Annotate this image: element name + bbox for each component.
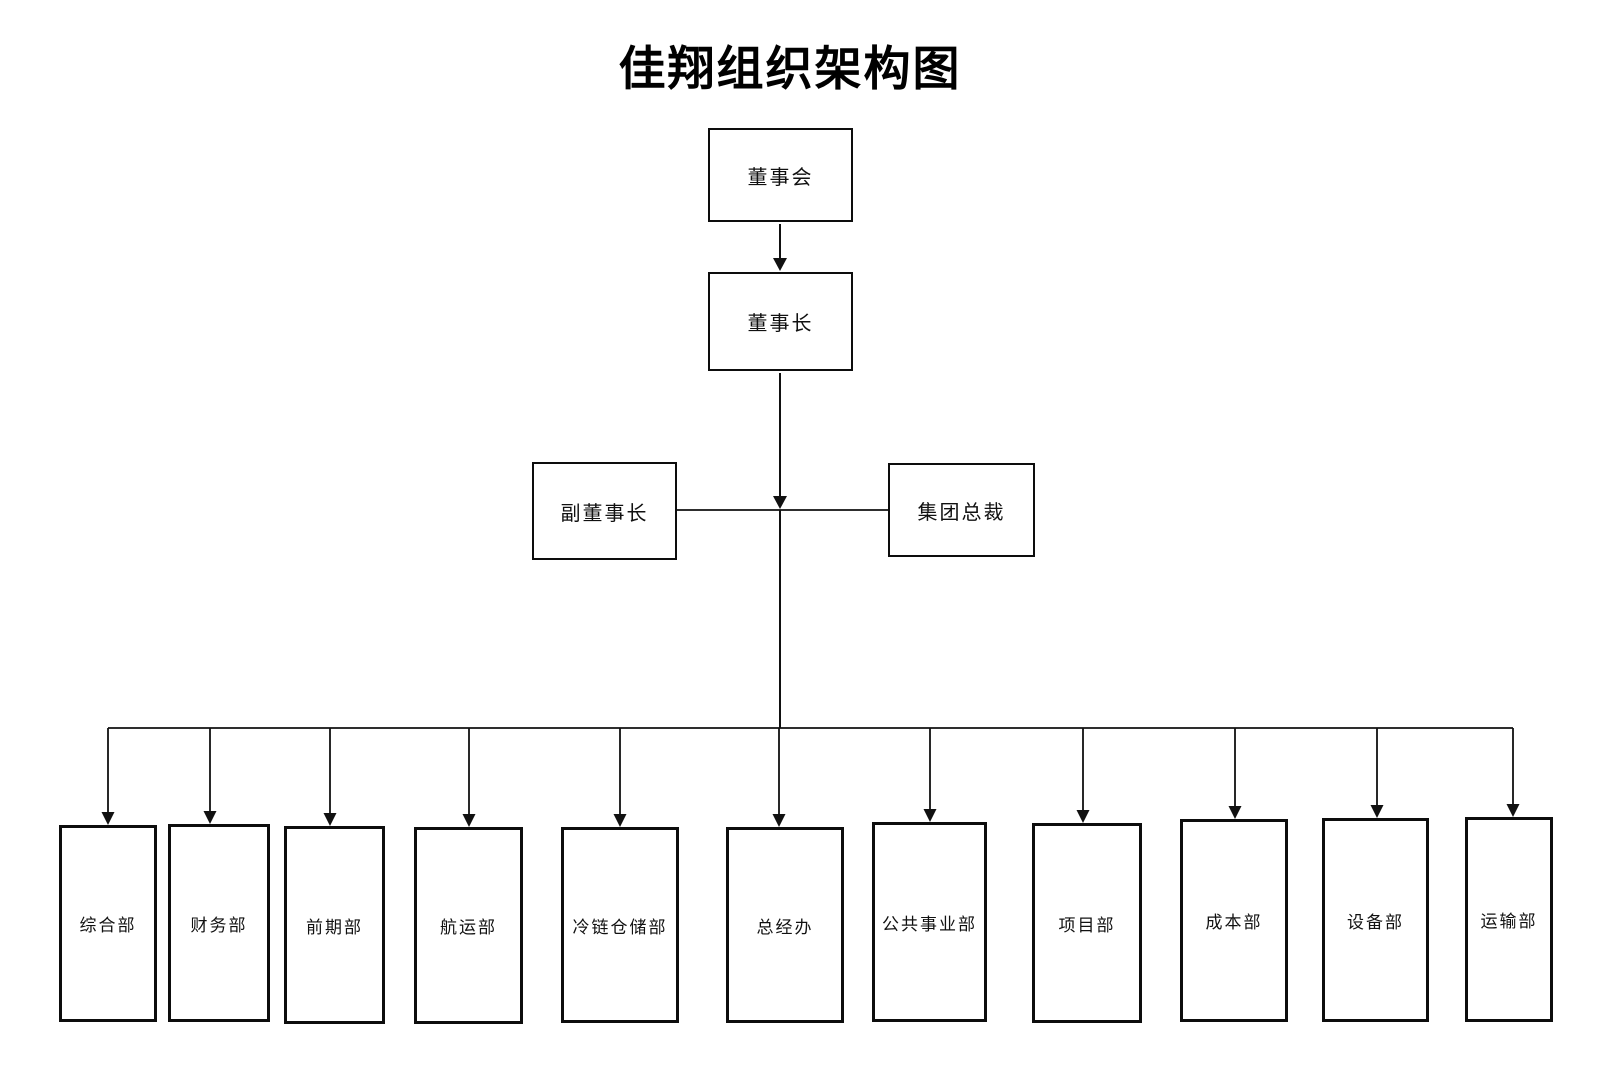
dept-label: 运输部 (1480, 912, 1538, 931)
node-dept-equipment: 设备部 (1322, 818, 1429, 1022)
node-dept-project: 项目部 (1032, 823, 1142, 1023)
dept-label: 设备部 (1347, 912, 1404, 932)
node-group-president: 集团总裁 (888, 463, 1035, 557)
node-vice-chairman-label: 副董事长 (560, 502, 649, 525)
node-dept-gm-office: 总经办 (726, 827, 844, 1023)
node-board-of-directors: 董事会 (708, 128, 853, 222)
page-title: 佳翔组织架构图 (618, 44, 962, 96)
dept-label: 航运部 (440, 918, 497, 937)
node-dept-cost: 成本部 (1180, 819, 1288, 1022)
node-dept-general-affairs: 综合部 (59, 825, 157, 1022)
dept-label: 项目部 (1058, 915, 1116, 935)
chairman-to-junction-arrow (773, 373, 787, 509)
board-to-chairman-arrow (773, 224, 787, 271)
dept-label: 前期部 (306, 917, 363, 937)
rail-to-department-arrows (101, 728, 1520, 827)
node-vice-chairman: 副董事长 (532, 462, 677, 560)
node-dept-shipping: 航运部 (414, 827, 523, 1024)
dept-label: 成本部 (1205, 913, 1263, 932)
node-dept-transportation: 运输部 (1465, 817, 1553, 1022)
node-chairman: 董事长 (708, 272, 853, 371)
dept-label: 冷链仓储部 (572, 917, 668, 937)
dept-label: 财务部 (190, 915, 248, 935)
dept-label: 公共事业部 (882, 914, 977, 934)
dept-label: 总经办 (756, 917, 814, 937)
node-chairman-label: 董事长 (747, 313, 814, 335)
dept-label: 综合部 (79, 916, 137, 935)
node-dept-finance: 财务部 (168, 824, 270, 1022)
node-dept-cold-chain-warehouse: 冷链仓储部 (561, 827, 679, 1023)
node-dept-preliminary: 前期部 (284, 826, 385, 1024)
node-board-label: 董事会 (747, 166, 814, 189)
node-dept-public-utilities: 公共事业部 (872, 822, 987, 1022)
node-group-president-label: 集团总裁 (917, 501, 1006, 524)
